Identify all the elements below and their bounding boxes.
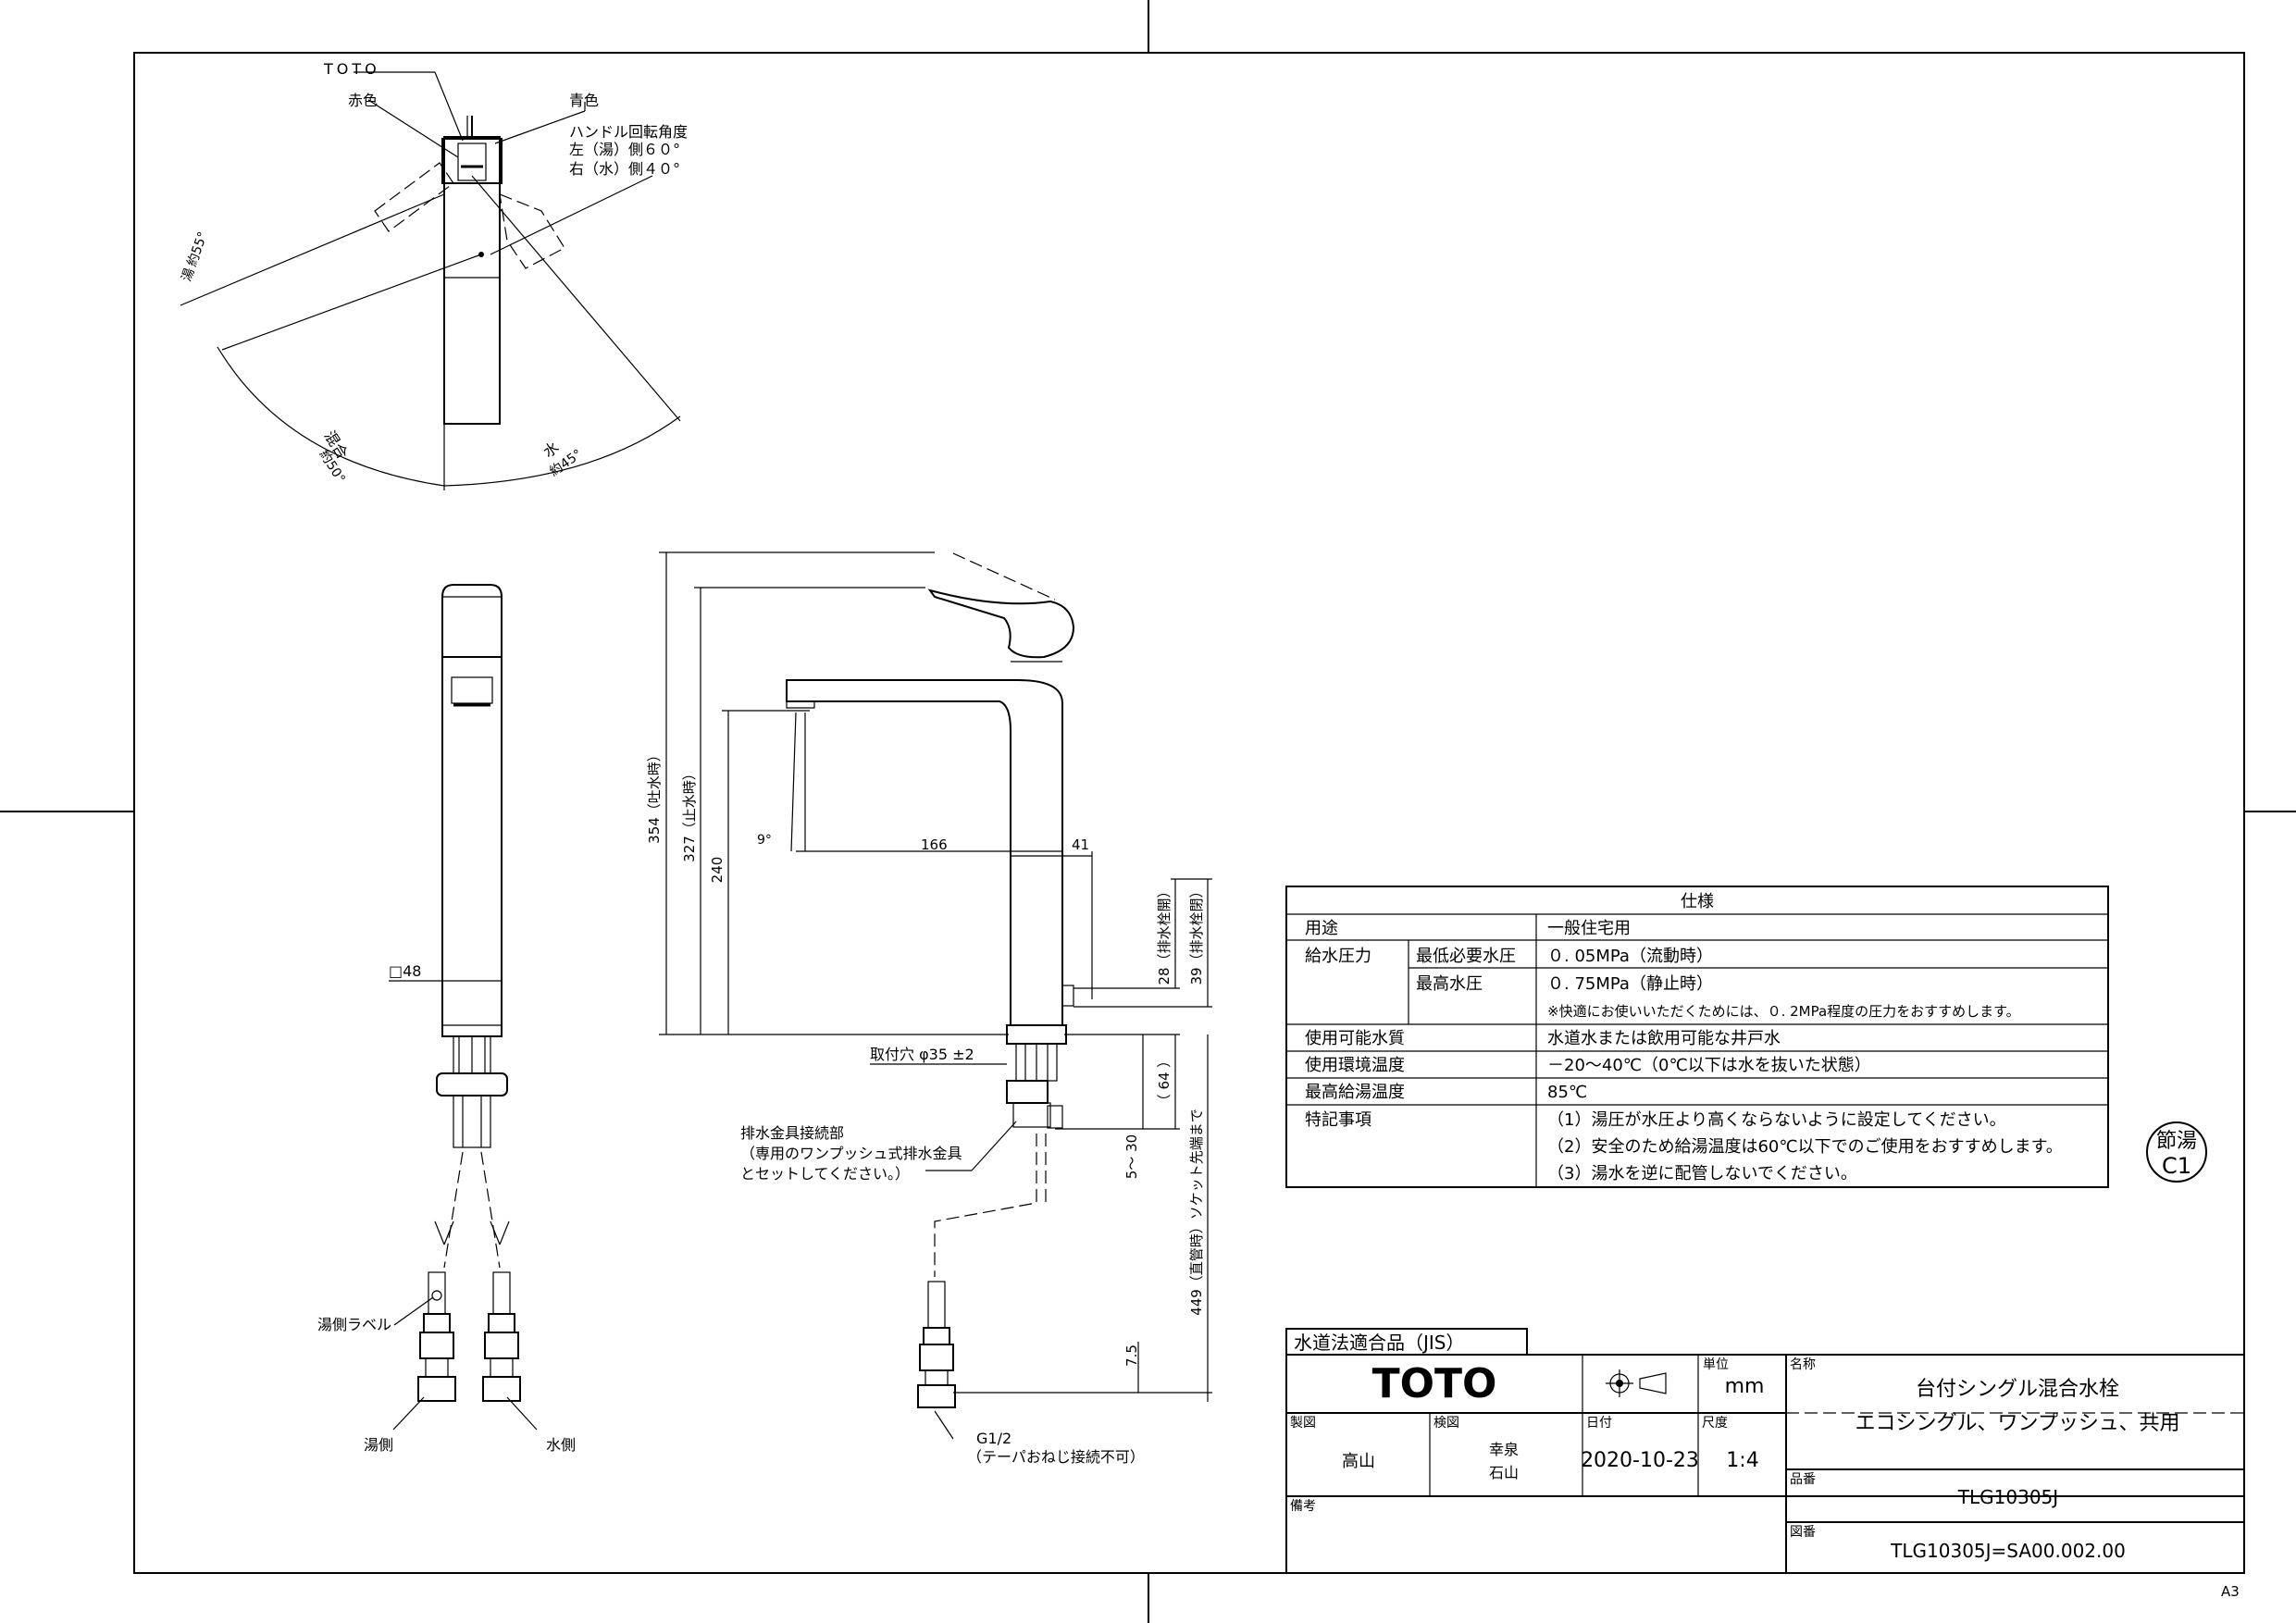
drawing-number-label: 図番 — [1790, 1525, 1816, 1540]
water-saving-stamp: 節湯 C1 — [2146, 1121, 2207, 1183]
plan-brand-label: TOTO — [323, 60, 380, 78]
unit-label: 単位 — [1703, 1357, 1729, 1372]
spec-note-3: （3）湯水を逆に配管しないでください。 — [1547, 1164, 1857, 1183]
dim-354-label: 354（吐水時） — [646, 748, 663, 844]
checked-by-value-1: 幸泉 — [1489, 1441, 1519, 1458]
drawing-number-value: TLG10305J=SA00.002.00 — [1890, 1540, 2126, 1562]
dim-41-label: 41 — [1072, 836, 1089, 853]
spec-row-max-hot-temp: 最高給湯温度 85℃ — [1305, 1083, 1587, 1102]
red-color-label: 赤色 — [348, 92, 378, 109]
svg-text:C1: C1 — [2162, 1153, 2191, 1179]
spec-table-title: 仕様 — [1681, 892, 1714, 911]
hot-side-label-note: 湯側ラベル — [317, 1316, 391, 1333]
handle-rotation-right: 右（水）側４０° — [569, 160, 680, 178]
dim-28-label: 28（排水栓開） — [1156, 884, 1173, 985]
spec-note-2: （2）安全のため給湯温度は60℃以下でのご使用をおすすめします。 — [1547, 1137, 2063, 1157]
spec-row-sub: 最低必要水圧 — [1416, 947, 1516, 966]
sheet-size-label: A3 — [2221, 1583, 2240, 1600]
spec-row-label: 特記事項 — [1305, 1110, 1371, 1130]
spec-row-notes: 特記事項 （1）湯圧が水圧より高くならないように設定してください。 （2）安全の… — [1305, 1110, 2063, 1183]
dim-166-label: 166 — [921, 836, 948, 853]
unit-value: mm — [1725, 1375, 1765, 1398]
dim-39-label: 39（排水栓閉） — [1188, 884, 1205, 985]
cold-side-label: 水側 — [546, 1436, 576, 1454]
dim-5-30-label: 5～ 30 — [1123, 1134, 1140, 1179]
spec-row-pressure-note: ※快適にお使いいただくためには、０. 2MPa程度の圧力をおすすめします。 — [1547, 1003, 2020, 1020]
dim-449-label: 449（直管時）ソケット先端まで — [1188, 1109, 1205, 1316]
drawn-by-value: 高山 — [1342, 1452, 1375, 1471]
part-number-label: 品番 — [1790, 1472, 1816, 1487]
spec-row-value: ※快適にお使いいただくためには、０. 2MPa程度の圧力をおすすめします。 — [1547, 1003, 2020, 1020]
spec-row-value: 一般住宅用 — [1547, 919, 1631, 938]
spec-note-1: （1）湯圧が水圧より高くならないように設定してください。 — [1547, 1110, 2006, 1130]
dim-240-label: 240 — [709, 857, 726, 884]
spec-row-max-pressure: 最高水圧 ０. 75MPa（静止時） — [1416, 974, 1713, 994]
square-48-label: □48 — [389, 962, 421, 980]
part-number-value: TLG10305J — [1957, 1486, 2058, 1508]
handle-rotation-left: 左（湯）側６０° — [569, 141, 680, 158]
front-view — [389, 584, 538, 1431]
drain-connection-line2: とセットしてください。） — [740, 1165, 910, 1183]
spec-row-sub: 最高水圧 — [1416, 974, 1483, 994]
plan-view — [180, 71, 681, 490]
title-block — [1285, 1328, 2245, 1574]
spec-row-supply-pressure: 給水圧力 最低必要水圧 ０. 05MPa（流動時） — [1305, 947, 1713, 966]
dim-7-5-label: 7.5 — [1123, 1344, 1140, 1367]
spec-row-value: －20～40℃（0℃以下は水を抜いた状態） — [1547, 1056, 1871, 1075]
checked-by-label: 検図 — [1433, 1416, 1459, 1431]
g12-note: （テーパおねじ接続不可） — [967, 1448, 1145, 1466]
spec-row-label: 使用可能水質 — [1305, 1029, 1405, 1048]
date-value: 2020-10-23 — [1581, 1449, 1699, 1472]
date-label: 日付 — [1586, 1416, 1612, 1431]
drawn-by-label: 製図 — [1290, 1416, 1316, 1431]
mount-hole-label: 取付穴 φ35 ±2 — [870, 1046, 974, 1063]
dim-327-label: 327（止水時） — [681, 766, 698, 862]
hot-angle-label: 湯約55° — [179, 229, 211, 283]
checked-by-value-2: 石山 — [1489, 1464, 1519, 1481]
name-label: 名称 — [1790, 1357, 1816, 1372]
drain-connection-title: 排水金具接続部 — [740, 1124, 844, 1142]
spec-row-label: 給水圧力 — [1305, 947, 1371, 966]
scale-label: 尺度 — [1702, 1416, 1728, 1431]
blue-color-label: 青色 — [569, 92, 599, 109]
drain-connection-line1: （専用のワンプッシュ式排水金具 — [740, 1145, 962, 1162]
toto-logo: TOTO — [1372, 1360, 1497, 1407]
spec-row-value: 85℃ — [1547, 1083, 1587, 1102]
spec-table — [1285, 886, 2109, 1188]
remarks-label: 備考 — [1290, 1499, 1316, 1514]
spec-row-value: ０. 05MPa（流動時） — [1547, 947, 1713, 966]
spec-row-label: 用途 — [1305, 919, 1338, 938]
spec-row-label: 使用環境温度 — [1305, 1056, 1405, 1075]
scale-value: 1:4 — [1726, 1449, 1758, 1472]
hot-side-label: 湯側 — [364, 1436, 393, 1454]
product-name-line1: 台付シングル混合水栓 — [1916, 1378, 2119, 1401]
spec-row-label: 最高給湯温度 — [1305, 1083, 1405, 1102]
svg-text:節湯: 節湯 — [2156, 1130, 2197, 1153]
spec-row-ambient-temp: 使用環境温度 －20～40℃（0℃以下は水を抜いた状態） — [1305, 1056, 1871, 1075]
handle-rotation-title: ハンドル回転角度 — [569, 123, 688, 141]
spec-row-water-quality: 使用可能水質 水道水または飲用可能な井戸水 — [1305, 1029, 1781, 1048]
cold-label: 水 — [540, 439, 562, 462]
spec-row-usage: 用途 一般住宅用 — [1305, 919, 1631, 938]
g12-label: G1/2 — [976, 1430, 1011, 1447]
angle-9-label: 9° — [757, 833, 772, 848]
spec-row-value: ０. 75MPa（静止時） — [1547, 974, 1713, 994]
jis-compliance-label: 水道法適合品（JIS） — [1294, 1332, 1465, 1354]
dim-64-label: （ 64 ） — [1156, 1054, 1173, 1109]
side-view — [659, 551, 1212, 1440]
spec-row-value: 水道水または飲用可能な井戸水 — [1547, 1029, 1781, 1048]
product-name-line2: エコシングル、ワンプッシュ、共用 — [1855, 1412, 2180, 1435]
